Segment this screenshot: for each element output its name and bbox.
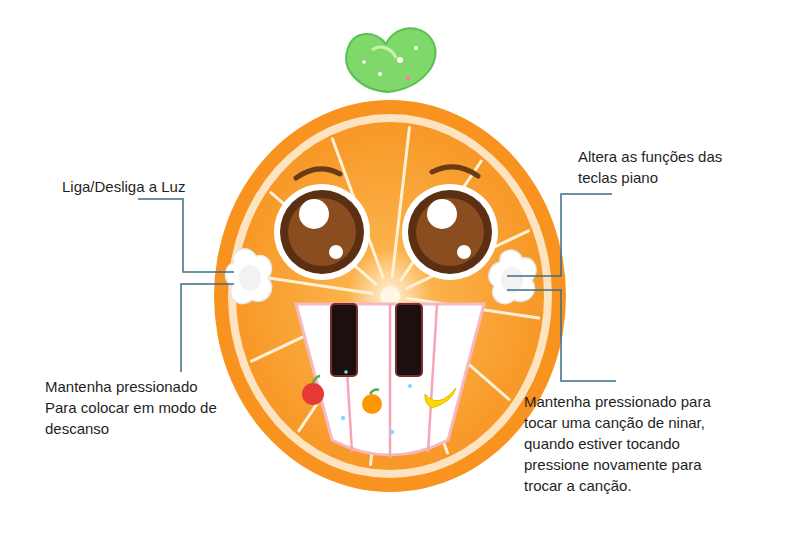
callout-label: Mantenha pressionado Para colocar em mod…: [45, 376, 225, 439]
sparkles: [362, 46, 418, 80]
leader-line: [507, 290, 616, 381]
callout-label: Mantenha pressionado para tocar uma canç…: [524, 391, 729, 496]
callout-label: Liga/Desliga a Luz: [62, 176, 232, 197]
eye: [274, 184, 370, 280]
eyebrow: [296, 169, 340, 178]
piano-keys: [296, 304, 484, 458]
leader-line: [507, 194, 612, 276]
orange-rind: [214, 100, 566, 492]
leader-line: [181, 284, 234, 372]
right-button: [489, 250, 536, 304]
callout-label: Altera as funções das teclas piano: [578, 146, 743, 188]
left-button: [225, 249, 271, 304]
leader-line: [138, 199, 234, 272]
leader-lines: [138, 194, 616, 381]
eye: [402, 184, 498, 280]
eyebrow: [432, 167, 478, 176]
orange-pith: [228, 114, 552, 478]
orange-flesh: [236, 122, 544, 470]
leaf-highlight: [372, 47, 396, 58]
leaf: [346, 28, 435, 92]
segment-lines: [241, 127, 538, 464]
segment-line: [392, 127, 409, 276]
